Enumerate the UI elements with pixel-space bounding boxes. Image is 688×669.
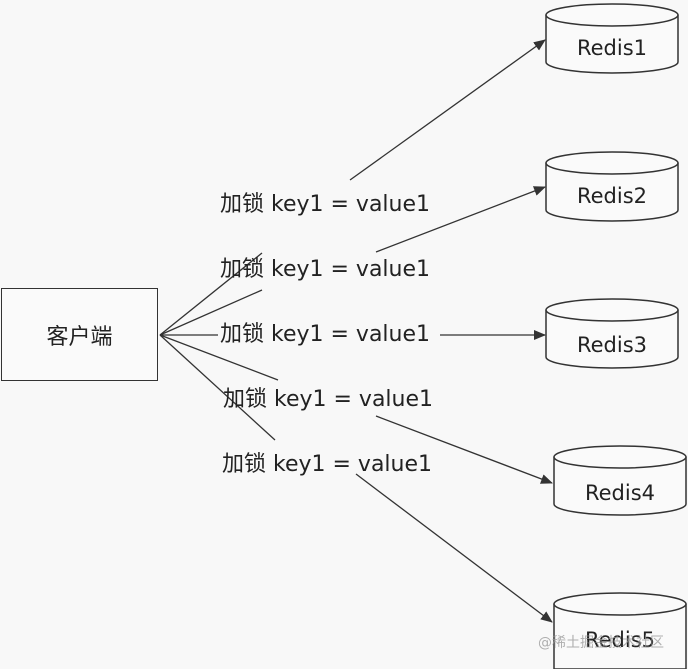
edge-line-2 xyxy=(159,289,263,336)
edge-line-4 xyxy=(159,334,279,381)
edge-label-5: 加锁 key1 = value1 xyxy=(222,452,433,477)
edge-arrow-2 xyxy=(375,186,546,253)
redis3-label: Redis3 xyxy=(576,333,648,357)
edge-label-4: 加锁 key1 = value1 xyxy=(223,387,434,412)
redis4-cylinder xyxy=(553,445,687,516)
edge-arrow-1 xyxy=(349,39,546,181)
redis3-cylinder xyxy=(545,298,679,369)
redis2-cylinder xyxy=(545,151,679,222)
client-box: 客户端 xyxy=(1,288,158,381)
edge-line-5 xyxy=(159,334,276,441)
edge-label-2: 加锁 key1 = value1 xyxy=(220,257,431,282)
redis5-cylinder xyxy=(553,592,687,669)
watermark-text: @稀土掘金技术社区 xyxy=(538,635,664,651)
edge-arrow-5 xyxy=(355,473,553,623)
redis1-label: Redis1 xyxy=(576,36,648,60)
edge-label-1: 加锁 key1 = value1 xyxy=(220,192,431,217)
redis4-label: Redis4 xyxy=(584,481,656,505)
redis5-label: Redis5 xyxy=(584,628,656,652)
edge-label-3: 加锁 key1 = value1 xyxy=(220,322,431,347)
client-label: 客户端 xyxy=(46,324,113,350)
redis1-cylinder xyxy=(545,3,679,74)
redis2-label: Redis2 xyxy=(576,184,648,208)
edge-arrow-4 xyxy=(375,415,553,484)
edge-line-1 xyxy=(159,252,263,336)
